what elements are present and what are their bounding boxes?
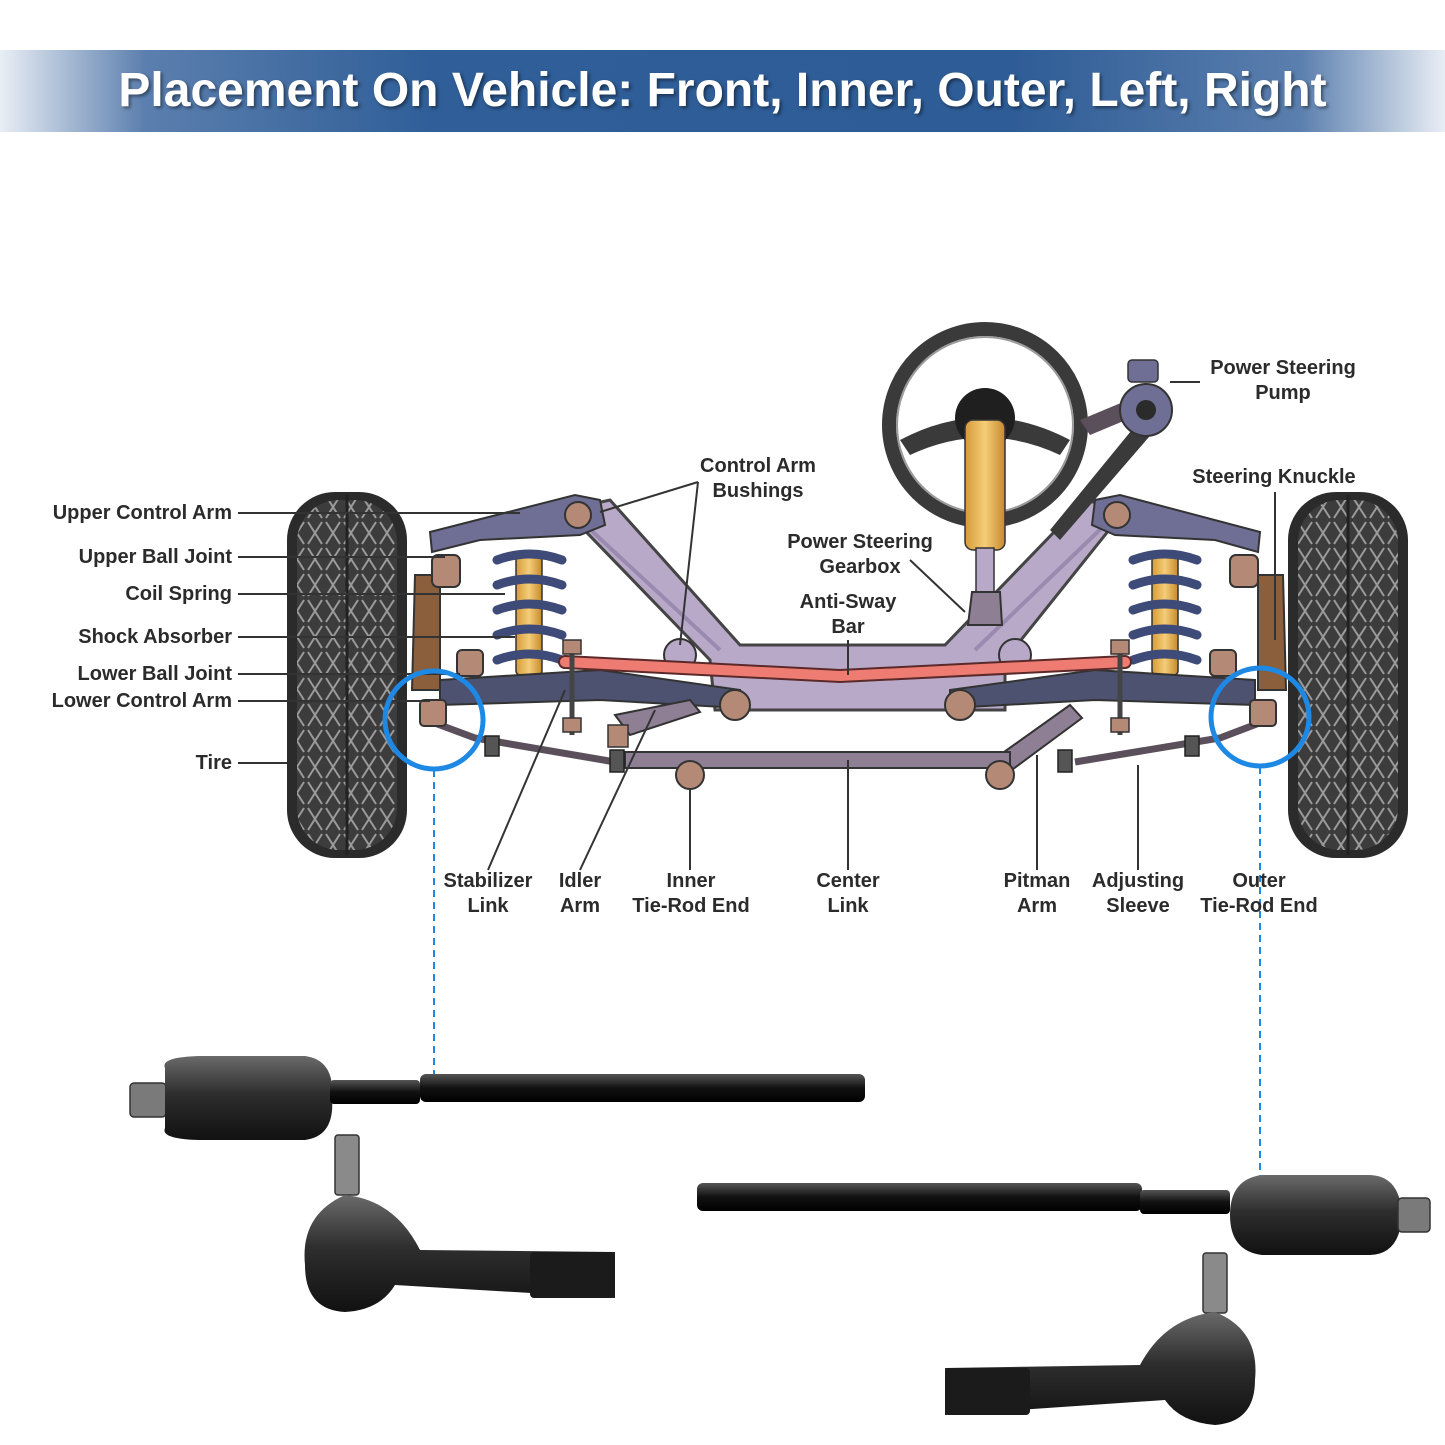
label-coil-spring: Coil Spring [125, 583, 232, 605]
label-anti-sway-bar: Anti-Sway Bar [799, 591, 897, 638]
inner-tie-rod-end [675, 760, 705, 790]
label-power-steering-pump: Power Steering Pump [1210, 357, 1356, 404]
label-stabilizer-link: Stabilizer Link [443, 870, 533, 917]
power-steering-pump [1050, 359, 1173, 540]
right-tire [1288, 492, 1408, 858]
highlight-markers [382, 665, 1312, 1221]
right-upper-ball-joint [1229, 554, 1259, 588]
left-stabilizer-link [562, 639, 582, 735]
right-stabilizer-link [1110, 639, 1130, 735]
label-control-arm-bushings: Control Arm Bushings [700, 455, 816, 502]
right-coil-spring [1128, 549, 1202, 665]
left-inner-tie-rod-product [129, 1056, 865, 1140]
label-upper-ball-joint: Upper Ball Joint [78, 546, 232, 568]
left-coil-spring [492, 549, 567, 665]
right-lower-ball-joint [1209, 649, 1237, 677]
right-inner-tie-rod-product [697, 1175, 1431, 1255]
right-control-arm-bushing [1103, 501, 1131, 529]
label-pitman-arm: Pitman Arm [1003, 870, 1071, 917]
left-upper-ball-joint [431, 554, 461, 588]
label-inner-tie-rod-end: Inner Tie-Rod End [632, 870, 750, 917]
right-tie-rod-assembly [1057, 718, 1264, 773]
left-control-arm-bushing [564, 501, 592, 529]
label-steering-knuckle: Steering Knuckle [1192, 466, 1356, 488]
power-steering-gearbox [966, 591, 1004, 626]
left-lower-control-arm [439, 668, 741, 710]
label-outer-tie-rod-end: Outer Tie-Rod End [1200, 870, 1318, 917]
label-power-steering-gearbox: Power Steering Gearbox [787, 531, 933, 578]
left-tie-rod-assembly [430, 718, 625, 773]
steering-column [964, 419, 1006, 551]
title-banner: Placement On Vehicle: Front, Inner, Oute… [0, 50, 1445, 132]
banner-title: Placement On Vehicle: Front, Inner, Oute… [118, 64, 1327, 117]
label-upper-control-arm: Upper Control Arm [52, 502, 232, 524]
left-lower-ball-joint [456, 649, 484, 677]
label-lower-control-arm: Lower Control Arm [51, 690, 232, 712]
label-tire: Tire [195, 752, 232, 774]
right-upper-control-arm [1090, 493, 1262, 554]
left-upper-control-arm [428, 493, 607, 554]
right-outer-tie-rod-end-product [945, 1252, 1256, 1425]
label-adjusting-sleeve: Adjusting Sleeve [1091, 870, 1185, 917]
label-lower-ball-joint: Lower Ball Joint [77, 663, 232, 685]
label-center-link: Center Link [816, 870, 880, 917]
label-shock-absorber: Shock Absorber [78, 626, 232, 648]
label-idler-arm: Idler Arm [558, 870, 602, 917]
left-outer-tie-rod-end-product [304, 1134, 615, 1312]
